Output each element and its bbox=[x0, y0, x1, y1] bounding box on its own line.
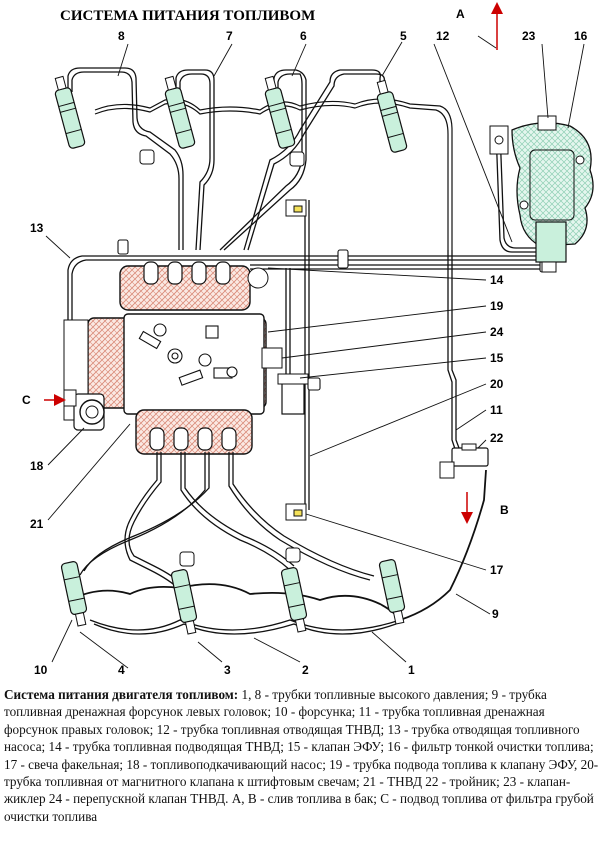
label-20: 20 bbox=[490, 377, 504, 391]
label-13: 13 bbox=[30, 221, 44, 235]
label-12: 12 bbox=[436, 29, 450, 43]
caption-body: 1, 8 - трубки топливные высокого давлени… bbox=[4, 687, 599, 824]
label-4: 4 bbox=[118, 663, 125, 677]
label-2: 2 bbox=[302, 663, 309, 677]
label-11: 11 bbox=[490, 403, 503, 417]
label-8: 8 bbox=[118, 29, 125, 43]
fine-fuel-filter bbox=[489, 115, 594, 273]
label-17: 17 bbox=[490, 563, 504, 577]
bottom-drain-line bbox=[69, 469, 487, 621]
caption-heading: Система питания двигателя топливом: bbox=[4, 687, 239, 702]
top-pressure-pipes bbox=[67, 67, 385, 251]
fuel-system-diagram: СИСТЕМА ПИТАНИЯ ТОПЛИВОМ bbox=[22, 2, 594, 677]
label-15: 15 bbox=[490, 351, 504, 365]
label-5: 5 bbox=[400, 29, 407, 43]
bottom-pressure-pipes bbox=[79, 452, 401, 635]
label-18: 18 bbox=[30, 459, 44, 473]
injection-pump bbox=[63, 261, 283, 455]
label-b: B bbox=[500, 503, 509, 517]
label-19: 19 bbox=[490, 299, 504, 313]
label-6: 6 bbox=[300, 29, 307, 43]
label-23: 23 bbox=[522, 29, 536, 43]
callout-labels: 8 7 6 5 12 A 23 16 13 14 19 24 15 20 11 … bbox=[22, 7, 588, 677]
fuel-priming-pump bbox=[63, 389, 105, 431]
label-16: 16 bbox=[574, 29, 588, 43]
label-7: 7 bbox=[226, 29, 233, 43]
bottom-injectors bbox=[60, 547, 406, 635]
flow-arrows bbox=[44, 2, 503, 524]
top-injectors bbox=[54, 75, 408, 167]
leader-lines bbox=[45, 35, 585, 669]
label-3: 3 bbox=[224, 663, 231, 677]
label-22: 22 bbox=[490, 431, 504, 445]
label-24: 24 bbox=[490, 325, 504, 339]
label-14: 14 bbox=[490, 273, 504, 287]
label-c: C bbox=[22, 393, 31, 407]
label-a: A bbox=[456, 7, 465, 21]
label-1: 1 bbox=[408, 663, 415, 677]
efu-valve bbox=[277, 199, 309, 521]
label-10: 10 bbox=[34, 663, 48, 677]
figure-caption: Система питания двигателя топливом: 1, 8… bbox=[4, 686, 600, 825]
tee-fitting bbox=[439, 443, 489, 479]
diagram-title: СИСТЕМА ПИТАНИЯ ТОПЛИВОМ bbox=[60, 8, 315, 24]
label-9: 9 bbox=[492, 607, 499, 621]
label-21: 21 bbox=[30, 517, 44, 531]
